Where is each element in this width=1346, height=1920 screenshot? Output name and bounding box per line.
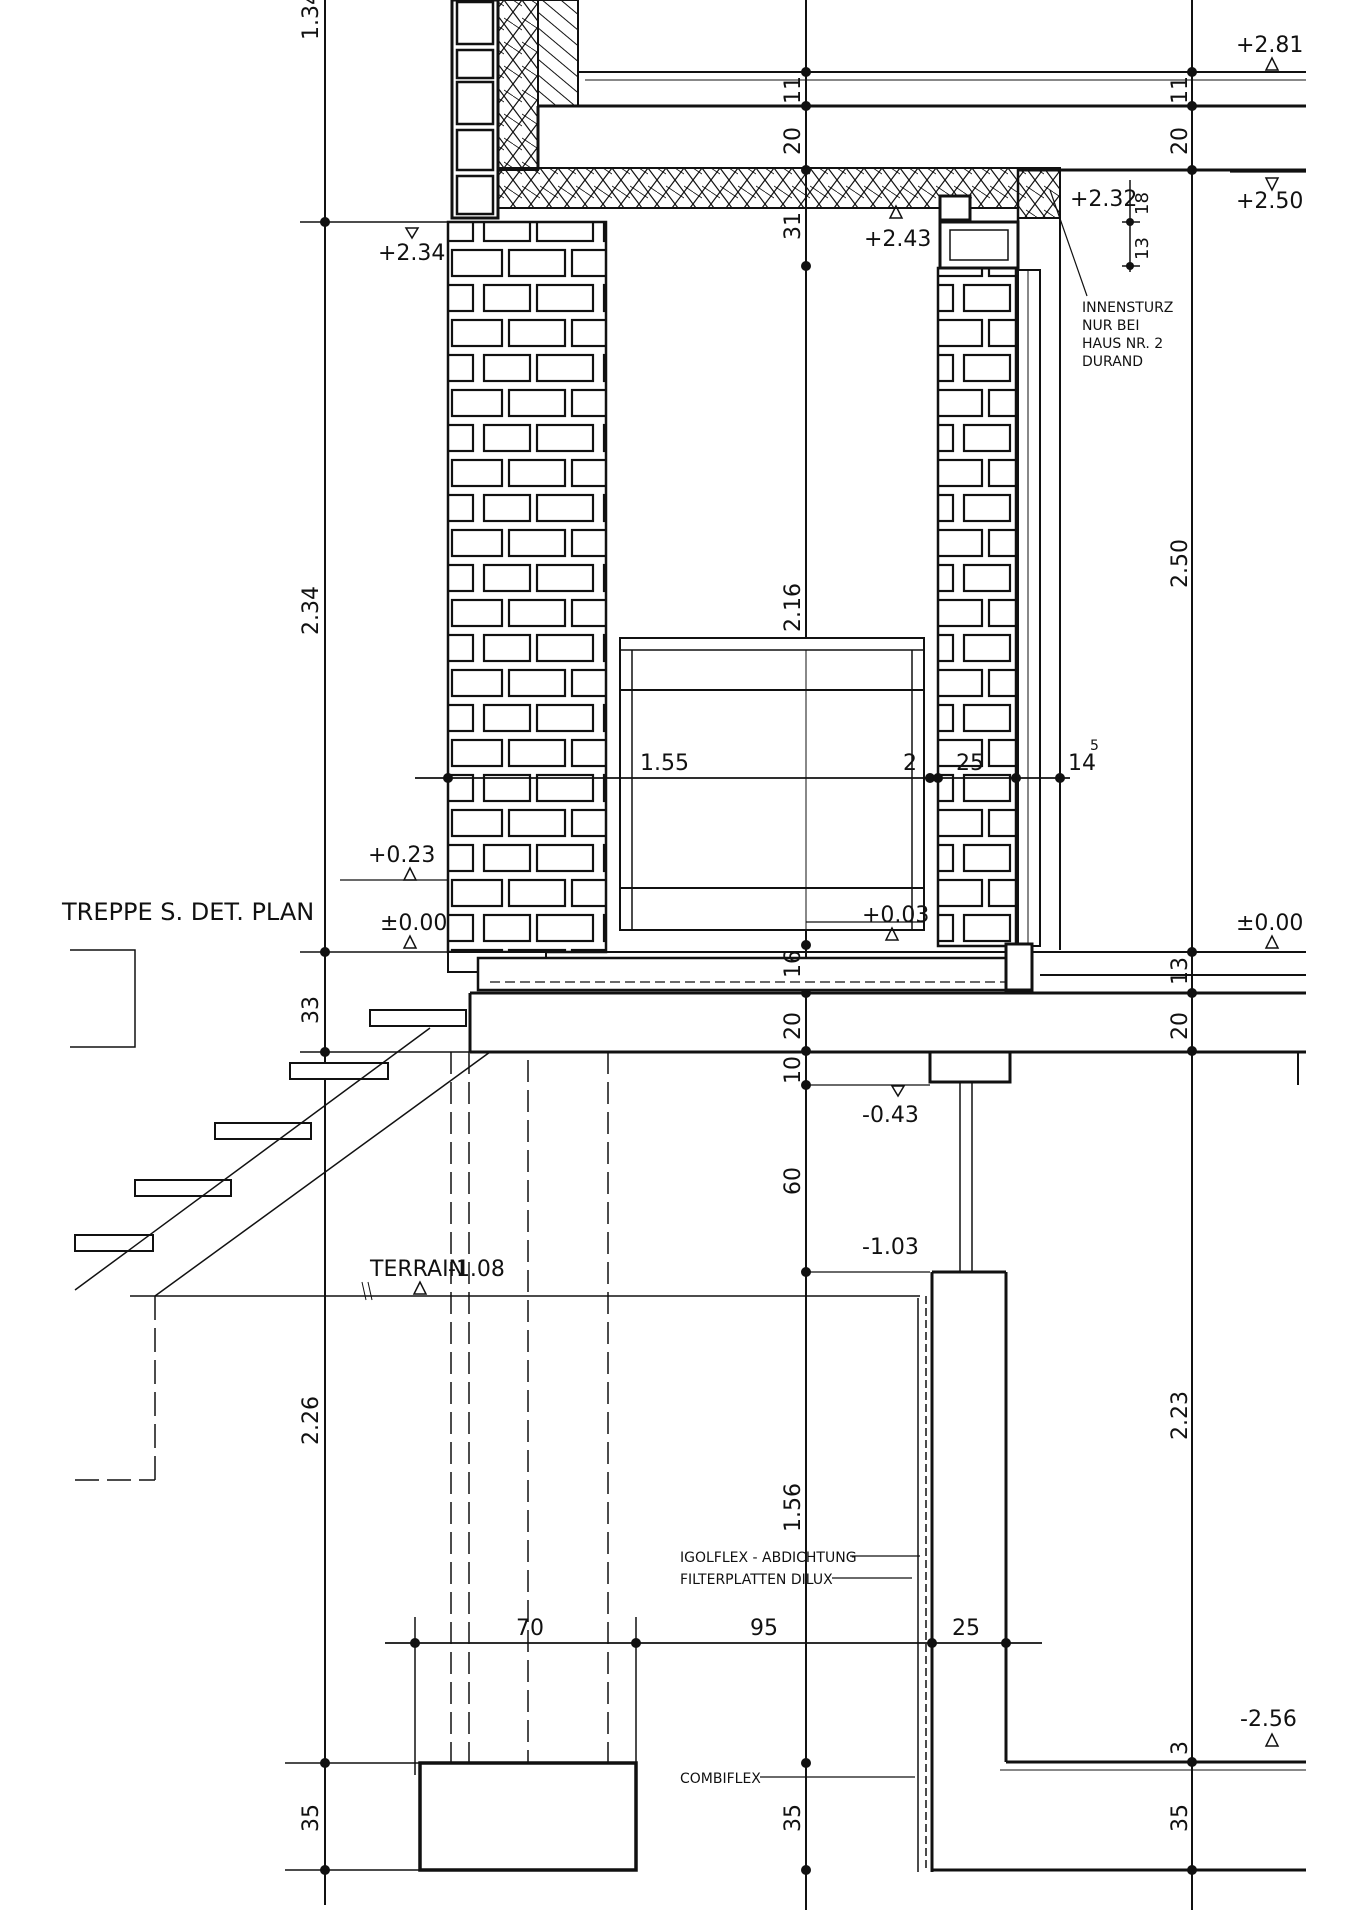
dim-11-center: 11 bbox=[781, 76, 806, 104]
dim-70: 70 bbox=[516, 1616, 544, 1641]
dim-1-55: 1.55 bbox=[640, 751, 689, 776]
foundation-footing bbox=[418, 1052, 638, 1872]
left-dimension-line bbox=[285, 0, 470, 1905]
dim-13-small: 13 bbox=[1132, 237, 1153, 260]
dim-25-upper: 25 bbox=[956, 751, 984, 776]
right-brick-wall bbox=[936, 218, 1061, 950]
dim-2-23: 2.23 bbox=[1168, 1391, 1193, 1440]
level-plus-2-32: +2.32 bbox=[1070, 187, 1137, 212]
innensturz-note-line-4: DURAND bbox=[1082, 354, 1143, 370]
right-dimension-labels: 11 20 2.50 13 20 2.23 3 35 18 13 bbox=[1132, 76, 1193, 1832]
terrain-line bbox=[130, 1281, 920, 1301]
dim-95: 95 bbox=[750, 1616, 778, 1641]
level-arrows bbox=[402, 56, 1280, 1747]
horizontal-dimension-lower bbox=[385, 1617, 1042, 1775]
level-0-00-left: ±0.00 bbox=[380, 911, 447, 936]
dim-20-center-upper: 20 bbox=[781, 127, 806, 155]
innensturz-note-line-1: INNENSTURZ bbox=[1082, 300, 1173, 316]
dim-2-34: 2.34 bbox=[299, 586, 324, 635]
igolflex-note: IGOLFLEX - ABDICHTUNG bbox=[680, 1550, 857, 1566]
dim-1-56: 1.56 bbox=[781, 1483, 806, 1532]
level-leader-lines bbox=[340, 71, 1306, 1778]
level-plus-2-50: +2.50 bbox=[1236, 189, 1303, 214]
filterplatten-note: FILTERPLATTEN DILUX bbox=[680, 1572, 833, 1588]
center-dimension-labels: 11 20 31 2.16 16 20 10 60 1.56 35 bbox=[781, 76, 806, 1832]
level-plus-2-81: +2.81 bbox=[1236, 33, 1303, 58]
dim-11-right: 11 bbox=[1168, 76, 1193, 104]
left-dimension-labels: 1.34 2.34 33 2.26 35 bbox=[299, 0, 324, 1832]
horizontal-dimension-labels: 1.55 2 25 14 5 70 95 25 bbox=[516, 738, 1099, 1641]
terrain-level-value: -1.08 bbox=[448, 1257, 505, 1282]
level-plus-2-34: +2.34 bbox=[378, 241, 445, 266]
ground-floor-slab bbox=[447, 942, 1306, 1085]
upper-insulation-layer bbox=[497, 0, 1019, 209]
basement-wall bbox=[917, 1050, 1306, 1872]
left-brick-wall bbox=[446, 220, 608, 954]
dim-35-left: 35 bbox=[299, 1804, 324, 1832]
dim-13-right: 13 bbox=[1168, 957, 1193, 985]
dim-14: 14 bbox=[1068, 751, 1096, 776]
dim-3-right: 3 bbox=[1168, 1741, 1193, 1755]
level-0-00-right: ±0.00 bbox=[1236, 911, 1303, 936]
terrain-label: TERRAIN bbox=[369, 1257, 465, 1282]
upper-floor-slab bbox=[536, 71, 1306, 270]
dim-16-center: 16 bbox=[781, 950, 806, 978]
level-minus-1-03: -1.03 bbox=[862, 1235, 919, 1260]
dim-18-right: 18 bbox=[1132, 192, 1153, 215]
dim-31-center: 31 bbox=[781, 212, 806, 240]
level-plus-0-03: +0.03 bbox=[862, 903, 929, 928]
level-labels: +2.81 +2.50 +2.43 +2.34 +2.32 +0.23 ±0.0… bbox=[368, 33, 1303, 1732]
door-frame bbox=[619, 637, 925, 931]
exterior-stair bbox=[70, 949, 491, 1481]
combiflex-note: COMBIFLEX bbox=[680, 1771, 761, 1787]
dim-35-center: 35 bbox=[781, 1804, 806, 1832]
dim-60-center: 60 bbox=[781, 1167, 806, 1195]
dim-35-right: 35 bbox=[1168, 1804, 1193, 1832]
dim-2: 2 bbox=[903, 751, 917, 776]
dim-25-lower: 25 bbox=[952, 1616, 980, 1641]
dim-20-right-upper: 20 bbox=[1168, 127, 1193, 155]
dim-33: 33 bbox=[299, 996, 324, 1024]
dim-20-center-lower: 20 bbox=[781, 1012, 806, 1040]
level-plus-2-43: +2.43 bbox=[864, 227, 931, 252]
annotation-notes: TREPPE S. DET. PLAN INNENSTURZ NUR BEI H… bbox=[61, 300, 1173, 1787]
dim-2-50: 2.50 bbox=[1168, 539, 1193, 588]
right-dimension-line bbox=[1122, 0, 1197, 1910]
dim-20-right-lower: 20 bbox=[1168, 1012, 1193, 1040]
stair-note: TREPPE S. DET. PLAN bbox=[61, 898, 314, 926]
dim-1-34: 1.34 bbox=[299, 0, 324, 40]
level-minus-0-43: -0.43 bbox=[862, 1103, 919, 1128]
upper-facade-block-column bbox=[450, 0, 500, 220]
level-minus-2-56: -2.56 bbox=[1240, 1707, 1297, 1732]
dim-2-16: 2.16 bbox=[781, 583, 806, 632]
horizontal-dimension-upper bbox=[415, 742, 1070, 790]
dim-2-26: 2.26 bbox=[299, 1396, 324, 1445]
dim-14-superscript: 5 bbox=[1090, 738, 1099, 754]
dim-10-center: 10 bbox=[781, 1056, 806, 1084]
innensturz-note-line-3: HAUS NR. 2 bbox=[1082, 336, 1163, 352]
innensturz-note-line-2: NUR BEI bbox=[1082, 318, 1139, 334]
level-plus-0-23: +0.23 bbox=[368, 843, 435, 868]
